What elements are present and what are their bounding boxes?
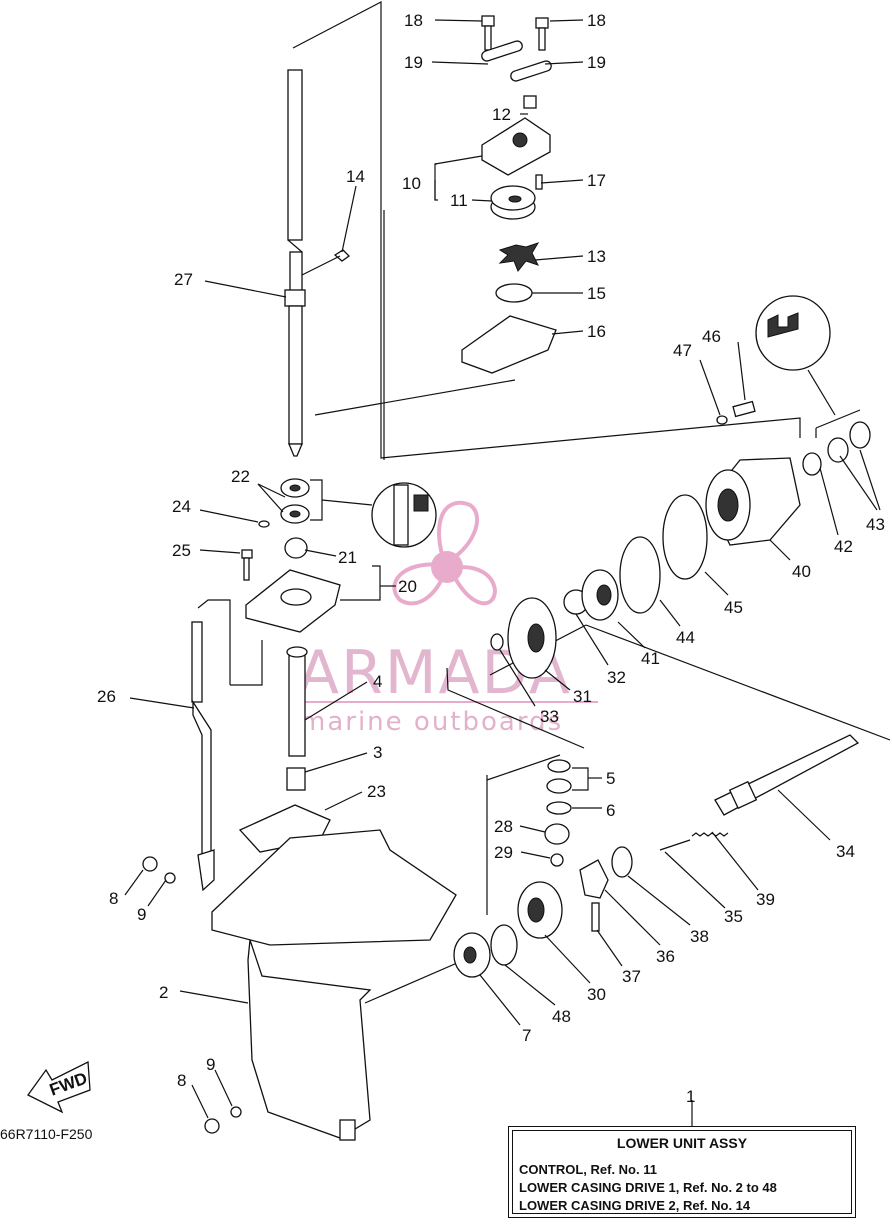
fwd-arrow-icon: FWD: [27, 1060, 91, 1114]
callout-12: 12: [492, 105, 511, 124]
callout-32: 32: [607, 668, 626, 687]
callout-39: 39: [756, 890, 775, 909]
callout-46: 46: [702, 327, 721, 346]
callout-26: 26: [97, 687, 116, 706]
callout-15: 15: [587, 284, 606, 303]
callout-8: 8: [177, 1071, 186, 1090]
callout-18: 18: [587, 11, 606, 30]
assembly-frames: [197, 1, 891, 1004]
lower-casing-parts: [142, 646, 457, 1141]
info-line: CONTROL, Ref. No. 11: [519, 1162, 657, 1177]
callout-4: 4: [373, 672, 382, 691]
bearing-housing-parts: [241, 478, 437, 633]
callout-21: 21: [338, 548, 357, 567]
callout-16: 16: [587, 322, 606, 341]
info-box-inner-frame: [512, 1130, 852, 1214]
drive-shaft-part: [284, 69, 351, 457]
water-pump-parts: [461, 15, 557, 374]
callout-17: 17: [587, 171, 606, 190]
info-line: LOWER CASING DRIVE 1, Ref. No. 2 to 48: [519, 1180, 777, 1195]
callout-36: 36: [656, 947, 675, 966]
callout-19: 19: [404, 53, 423, 72]
callout-11: 11: [450, 191, 468, 210]
callout-19: 19: [587, 53, 606, 72]
callout-29: 29: [494, 843, 513, 862]
lower-unit-info-box: LOWER UNIT ASSY CONTROL, Ref. No. 11 LOW…: [508, 1126, 856, 1218]
callout-22: 22: [231, 467, 250, 486]
callout-1: 1: [686, 1087, 695, 1106]
callout-45: 45: [724, 598, 743, 617]
callout-48: 48: [552, 1007, 571, 1026]
callout-43: 43: [866, 515, 885, 534]
callout-labels: 18 18 19 19 12 10 17 11 13 15 16 14 27 4…: [97, 11, 885, 1106]
callout-24: 24: [172, 497, 191, 516]
callout-7: 7: [522, 1026, 531, 1045]
callout-38: 38: [690, 927, 709, 946]
callout-10: 10: [402, 174, 421, 193]
callout-9: 9: [137, 905, 146, 924]
callout-27: 27: [174, 270, 193, 289]
info-line: LOWER CASING DRIVE 2, Ref. No. 14: [519, 1198, 751, 1213]
diagram-code: 66R7110-F250: [0, 1126, 93, 1142]
callout-8: 8: [109, 889, 118, 908]
callout-44: 44: [676, 628, 695, 647]
callout-34: 34: [836, 842, 855, 861]
callout-25: 25: [172, 541, 191, 560]
callout-31: 31: [573, 687, 592, 706]
callout-9: 9: [206, 1055, 215, 1074]
shift-rod-part: [191, 621, 215, 892]
impeller-part: [498, 242, 540, 272]
leader-lines: [124, 19, 881, 1126]
info-box-title: LOWER UNIT ASSY: [616, 1135, 748, 1151]
callout-3: 3: [373, 743, 382, 762]
callout-5: 5: [606, 769, 615, 788]
callout-28: 28: [494, 817, 513, 836]
callout-18: 18: [404, 11, 423, 30]
callout-6: 6: [606, 801, 615, 820]
callout-2: 2: [159, 983, 168, 1002]
callout-20: 20: [398, 577, 417, 596]
gear-assembly-parts: [453, 295, 871, 978]
callout-37: 37: [622, 967, 641, 986]
watermark-tagline: marine outboards: [300, 707, 563, 737]
callout-42: 42: [834, 537, 853, 556]
callout-23: 23: [367, 782, 386, 801]
callout-33: 33: [540, 707, 559, 726]
callout-40: 40: [792, 562, 811, 581]
callout-35: 35: [724, 907, 743, 926]
callout-47: 47: [673, 341, 692, 360]
callout-14: 14: [346, 167, 365, 186]
callout-13: 13: [587, 247, 606, 266]
propeller-logo-icon: [392, 500, 498, 606]
callout-30: 30: [587, 985, 606, 1004]
callout-41: 41: [641, 649, 660, 668]
